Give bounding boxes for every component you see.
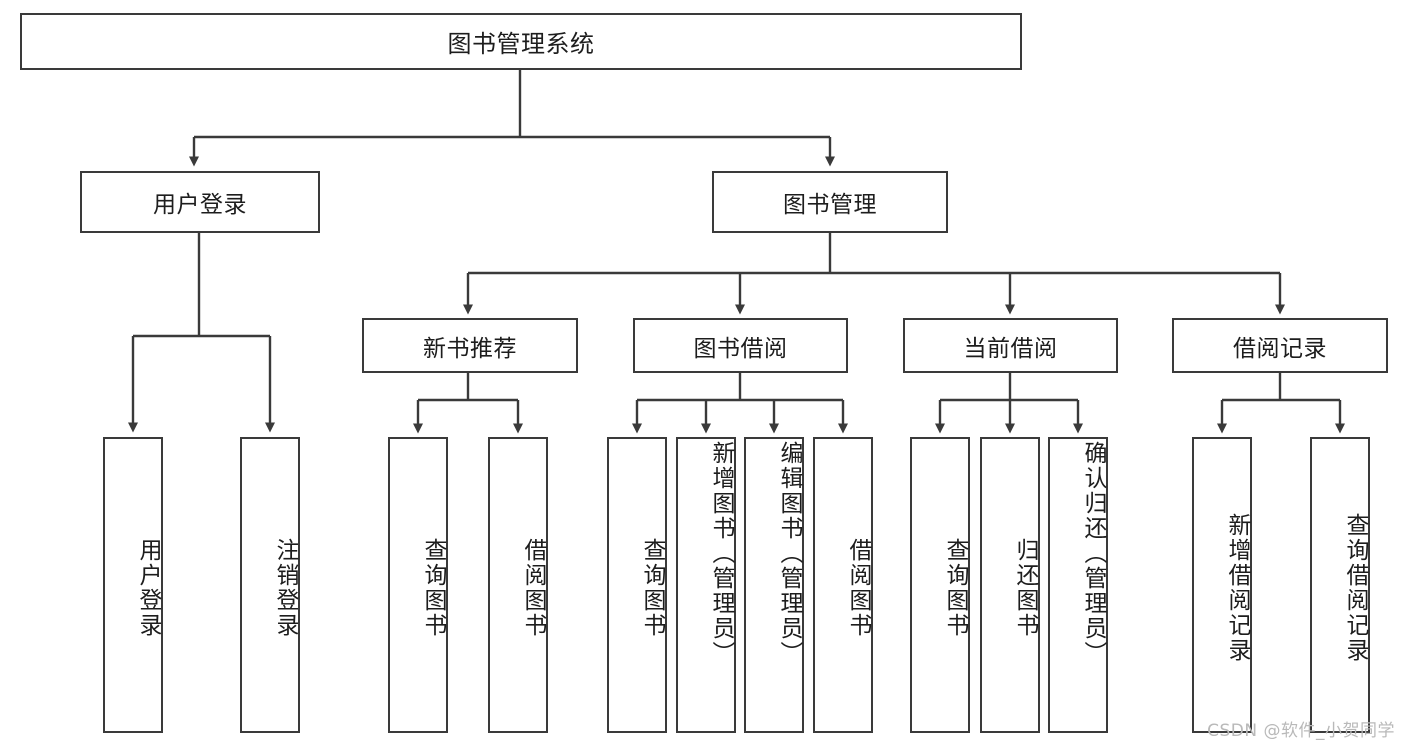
node-leaf-query-book-borrow-label: 查询图书 (639, 538, 665, 638)
node-leaf-add-borrow-record[interactable]: 新增借阅记录 (1192, 437, 1252, 733)
node-leaf-query-book-new-label: 查询图书 (420, 538, 446, 638)
watermark: CSDN @软件_小贺同学 (1207, 721, 1395, 741)
node-current-borrow-label: 当前借阅 (963, 335, 1058, 362)
node-leaf-add-book-admin[interactable]: 新增图书（管理员） (676, 437, 736, 733)
node-leaf-confirm-return-admin-label: 确认归还（管理员） (1080, 441, 1106, 666)
node-book-borrow-label: 图书借阅 (693, 335, 788, 362)
node-leaf-user-login-label: 用户登录 (135, 538, 161, 638)
node-root-system[interactable]: 图书管理系统 (20, 13, 1022, 70)
node-new-book-recommend[interactable]: 新书推荐 (362, 318, 578, 373)
node-leaf-logout-login-label: 注销登录 (272, 538, 298, 638)
node-leaf-edit-book-admin-label: 编辑图书（管理员） (776, 441, 802, 666)
node-leaf-logout-login[interactable]: 注销登录 (240, 437, 300, 733)
node-borrow-record-label: 借阅记录 (1233, 335, 1327, 362)
node-book-management[interactable]: 图书管理 (712, 171, 948, 233)
node-leaf-query-book-current[interactable]: 查询图书 (910, 437, 970, 733)
node-current-borrow[interactable]: 当前借阅 (903, 318, 1118, 373)
node-leaf-query-borrow-record[interactable]: 查询借阅记录 (1310, 437, 1370, 733)
node-leaf-query-book-new[interactable]: 查询图书 (388, 437, 448, 733)
node-leaf-borrow-book-borrow[interactable]: 借阅图书 (813, 437, 873, 733)
node-leaf-borrow-book-new[interactable]: 借阅图书 (488, 437, 548, 733)
node-leaf-add-borrow-record-label: 新增借阅记录 (1224, 513, 1250, 663)
node-leaf-query-book-current-label: 查询图书 (942, 538, 968, 638)
node-leaf-return-book[interactable]: 归还图书 (980, 437, 1040, 733)
node-leaf-user-login[interactable]: 用户登录 (103, 437, 163, 733)
node-leaf-edit-book-admin[interactable]: 编辑图书（管理员） (744, 437, 804, 733)
node-leaf-query-borrow-record-label: 查询借阅记录 (1342, 513, 1368, 663)
node-borrow-record[interactable]: 借阅记录 (1172, 318, 1388, 373)
node-leaf-confirm-return-admin[interactable]: 确认归还（管理员） (1048, 437, 1108, 733)
node-user-login[interactable]: 用户登录 (80, 171, 320, 233)
node-user-login-label: 用户登录 (153, 192, 247, 218)
node-leaf-add-book-admin-label: 新增图书（管理员） (708, 441, 734, 666)
node-book-borrow[interactable]: 图书借阅 (633, 318, 848, 373)
node-root-label: 图书管理系统 (447, 30, 595, 58)
node-leaf-borrow-book-borrow-label: 借阅图书 (845, 538, 871, 638)
node-leaf-borrow-book-new-label: 借阅图书 (520, 538, 546, 638)
node-leaf-return-book-label: 归还图书 (1012, 538, 1038, 638)
node-book-management-label: 图书管理 (783, 192, 877, 218)
node-leaf-query-book-borrow[interactable]: 查询图书 (607, 437, 667, 733)
node-new-book-recommend-label: 新书推荐 (423, 335, 517, 362)
